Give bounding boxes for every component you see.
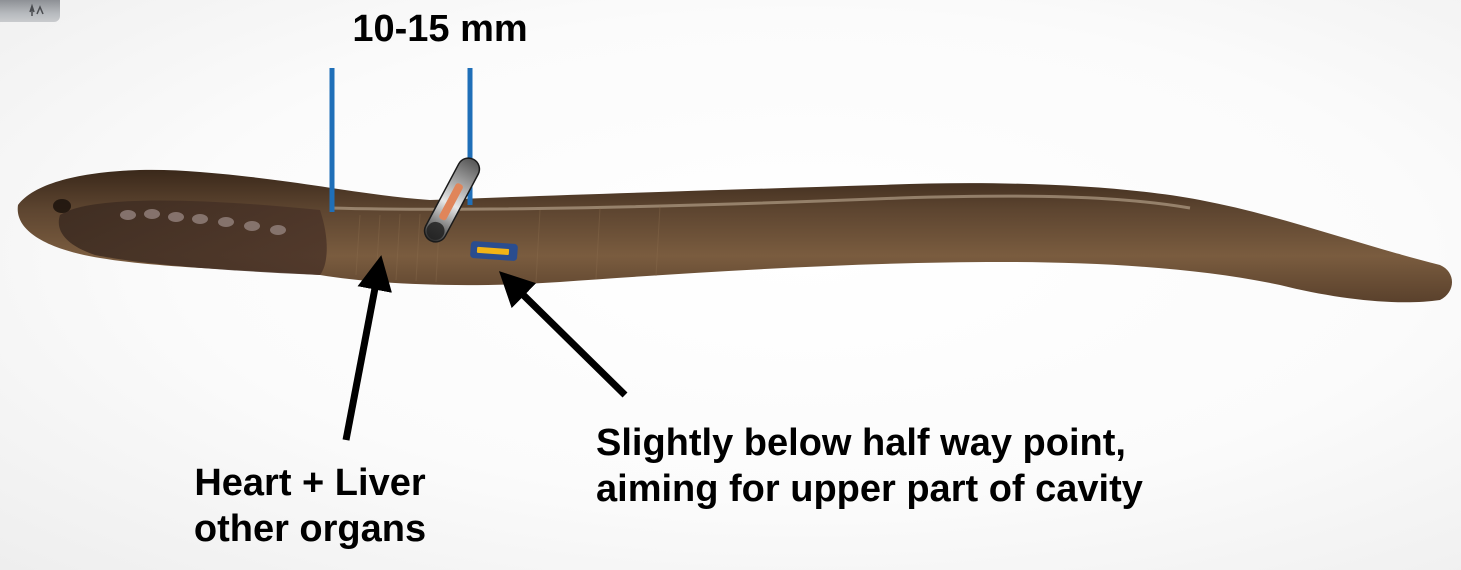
measurement-label: 10-15 mm xyxy=(300,6,580,52)
tag-position-label: Slightly below half way point, aiming fo… xyxy=(596,420,1356,512)
organs-label-line1: Heart + Liver xyxy=(140,460,480,506)
eel-head xyxy=(59,200,327,275)
tag-position-label-line2: aiming for upper part of cavity xyxy=(596,466,1356,512)
arrow-to-organs xyxy=(346,262,380,440)
tag-position-label-line1: Slightly below half way point, xyxy=(596,420,1356,466)
organs-label: Heart + Liver other organs xyxy=(140,460,480,552)
eel-eye xyxy=(53,199,71,213)
organs-label-line2: other organs xyxy=(140,506,480,552)
arrow-to-tag-site xyxy=(504,276,625,395)
